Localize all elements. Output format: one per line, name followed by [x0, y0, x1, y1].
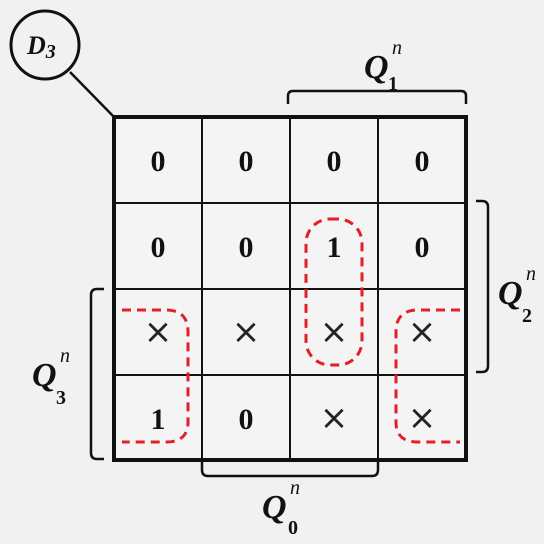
label-q2-sup: n	[526, 263, 536, 285]
title-leader-line	[69, 71, 115, 118]
bracket-q2-right	[476, 199, 490, 374]
cell-r0-c2: 0	[327, 145, 342, 178]
label-q0: Q n 0	[262, 477, 300, 539]
label-q3: Q n 3	[32, 345, 70, 409]
label-q0-sup: n	[290, 477, 300, 499]
cell-r1-c0: 0	[151, 231, 166, 264]
bracket-q3-left	[89, 287, 104, 461]
label-q2: Q n 2	[498, 263, 536, 327]
group-left-wrap	[122, 308, 190, 444]
label-q2-main: Q	[498, 275, 523, 312]
cell-r1-c1: 0	[239, 231, 254, 264]
label-q3-sub: 3	[56, 387, 66, 409]
cell-r0-c1: 0	[239, 145, 254, 178]
cell-r2-c0: ×	[144, 312, 173, 352]
kmap-groups	[122, 217, 460, 444]
cell-r3-c1: 0	[239, 403, 254, 436]
bracket-q0-bottom	[200, 462, 380, 478]
cell-r2-c2: ×	[320, 312, 349, 352]
label-q1-sup: n	[392, 37, 402, 59]
kmap-cells: 0 0 0 0 0 0 1 0 × × × × 1 0 × ×	[144, 145, 437, 438]
cell-r2-c3: ×	[408, 312, 437, 352]
title-text: D3	[26, 31, 56, 63]
kmap-grid	[112, 115, 468, 462]
cell-r1-c3: 0	[415, 231, 430, 264]
cell-r0-c3: 0	[415, 145, 430, 178]
cell-r3-c0: 1	[151, 403, 166, 436]
label-q3-main: Q	[32, 357, 57, 394]
label-q3-sup: n	[60, 345, 70, 367]
cell-r3-c3: ×	[408, 398, 437, 438]
group-center-vertical	[304, 217, 364, 367]
label-q1: Q n 1	[364, 37, 402, 95]
cell-r2-c1: ×	[232, 312, 261, 352]
title-sub: 3	[45, 41, 56, 63]
bracket-q1-top	[286, 89, 468, 104]
kmap-brackets	[89, 89, 490, 478]
title-main: D	[26, 31, 46, 60]
map-title-tag: D3	[9, 9, 115, 118]
label-q0-main: Q	[262, 489, 287, 526]
cell-r0-c0: 0	[151, 145, 166, 178]
title-circle	[9, 9, 81, 81]
label-q1-sub: 1	[388, 73, 398, 95]
cell-r3-c2: ×	[320, 398, 349, 438]
cell-r1-c2: 1	[327, 231, 342, 264]
group-right-wrap	[394, 308, 460, 444]
label-q0-sub: 0	[288, 517, 298, 539]
label-q2-sub: 2	[522, 305, 532, 327]
label-q1-main: Q	[364, 49, 389, 86]
